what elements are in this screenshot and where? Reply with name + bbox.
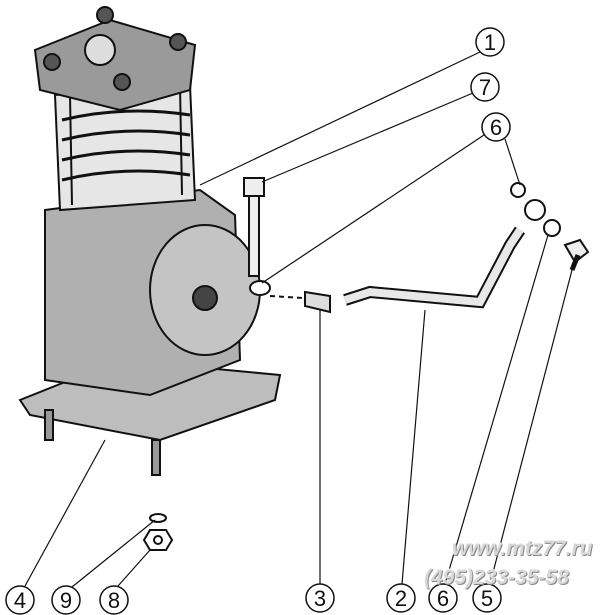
head-nuts — [43, 6, 187, 91]
callout-3: 3 — [305, 583, 335, 613]
callout-label: 4 — [14, 588, 26, 613]
leader-line-9 — [71, 519, 156, 588]
washer-6-banjo-bottom — [543, 219, 561, 237]
cylinder-fins — [61, 109, 191, 182]
leader-line-4 — [24, 439, 106, 587]
cylinder-tie-rod — [179, 84, 183, 196]
cylinder-tie-rod — [69, 94, 73, 206]
leader-line-6-bottom — [444, 234, 549, 585]
watermark-phone: (495)233-35-58 — [424, 566, 569, 589]
bolt-5-shank — [569, 254, 581, 271]
callout-1: 1 — [475, 27, 505, 57]
callout-2: 2 — [386, 583, 416, 613]
callout-5: 5 — [472, 583, 502, 613]
leader-line-8 — [117, 549, 151, 587]
hose-2 — [343, 227, 524, 307]
stud — [44, 409, 54, 441]
leader-line-2 — [401, 309, 426, 585]
washer-9 — [149, 513, 167, 523]
bolt-7-head — [243, 177, 265, 197]
watermark-url: www.mtz77.ru — [452, 537, 593, 560]
callout-6-bottom: 6 — [428, 583, 458, 613]
leader-lines — [24, 51, 573, 588]
callout-label: 6 — [437, 586, 449, 611]
banjo-fitting — [524, 199, 546, 221]
side-cover-port — [192, 285, 218, 311]
leader-line-7 — [261, 92, 474, 183]
callout-8: 8 — [99, 585, 129, 615]
leader-line-1 — [199, 51, 481, 186]
head-cap — [84, 34, 116, 66]
callout-label: 9 — [60, 588, 72, 613]
nut-8-hole — [153, 535, 163, 545]
callout-label: 7 — [479, 75, 491, 100]
leader-line-5 — [489, 269, 573, 585]
callout-label: 8 — [108, 588, 120, 613]
bolt-5-head — [563, 238, 590, 264]
callout-label: 5 — [481, 586, 493, 611]
callout-6-top: 6 — [481, 112, 511, 142]
callout-4: 4 — [5, 585, 35, 615]
leader-line-6-top-a — [504, 138, 521, 186]
callout-label: 1 — [484, 30, 496, 55]
callout-9: 9 — [51, 585, 81, 615]
stud — [151, 439, 161, 476]
washer-6-banjo-top — [510, 182, 526, 198]
bolt-7-shank — [248, 195, 260, 277]
callout-label: 2 — [395, 586, 407, 611]
leader-line-6-top-b — [261, 134, 485, 284]
assembly-axis-line — [269, 295, 304, 299]
fitting-3 — [304, 290, 331, 314]
callout-label: 6 — [490, 115, 502, 140]
washer-6 — [249, 280, 271, 296]
callout-7: 7 — [470, 72, 500, 102]
callout-label: 3 — [314, 586, 326, 611]
